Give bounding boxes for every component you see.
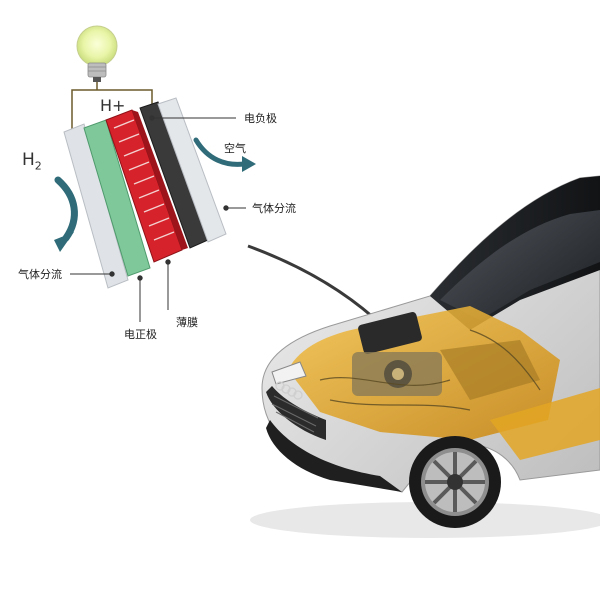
car-wheel (409, 436, 501, 528)
light-bulb-icon (77, 26, 117, 82)
negative-electrode-label: 电负极 (244, 110, 277, 126)
air-label: 空气 (224, 140, 246, 156)
hydrogen-symbol: H (22, 150, 35, 170)
proton-label: H+ (100, 96, 125, 115)
hydrogen-flow-arrow-icon (54, 180, 74, 252)
gas-diffusion-right-label: 气体分流 (252, 200, 296, 216)
hydrogen-label: H2 (22, 150, 42, 172)
positive-electrode-label: 电正极 (124, 326, 157, 342)
membrane-label: 薄膜 (176, 314, 198, 330)
hydrogen-subscript: 2 (35, 159, 42, 172)
gas-diffusion-left-label: 气体分流 (18, 266, 62, 282)
fuel-cell-car-illustration (248, 176, 600, 538)
